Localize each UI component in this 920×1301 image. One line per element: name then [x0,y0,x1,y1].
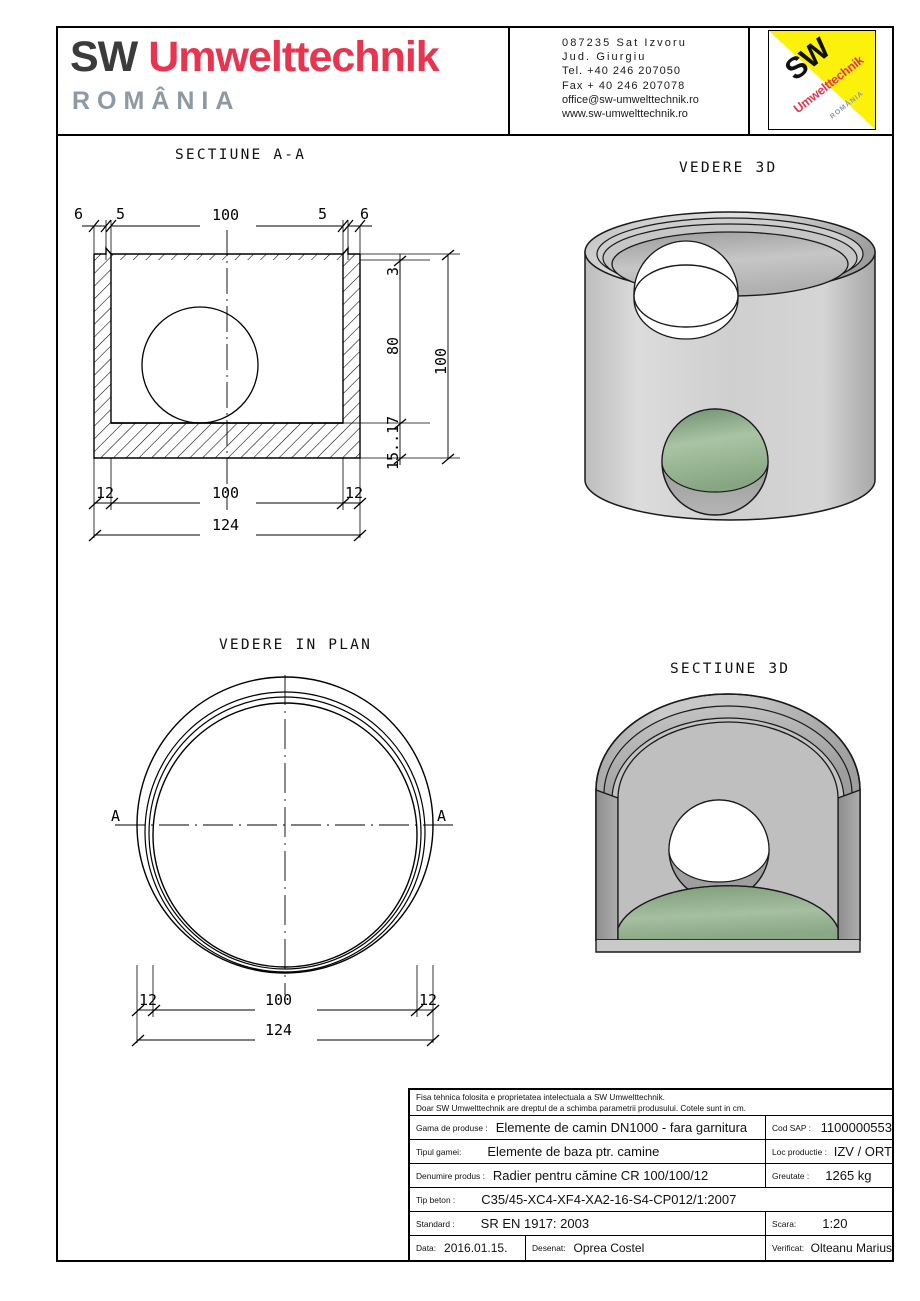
label-data: Data: [416,1243,437,1253]
dim-top-6-left: 6 [74,205,83,223]
address-line-2: Jud. Giurgiu [562,51,647,64]
value-standard: SR EN 1917: 2003 [480,1216,590,1231]
cell-cod-sap: Cod SAP : 1100000553 [766,1116,892,1139]
row-gama-de-produse: Gama de produse : Elemente de camin DN10… [410,1116,892,1140]
logo-romania-text: ROMÂNIA [72,87,241,115]
title-header: SW Umwelttechnik ROMÂNIA 087235 Sat Izvo… [56,26,894,136]
cell-denumire-produs: Denumire produs : Radier pentru cămine C… [410,1164,766,1187]
vedere-3d-model [584,211,876,521]
sectiune-3d-model [595,693,861,953]
row-tip-beton: Tip beton : C35/45-XC4-XF4-XA2-16-S4-CP0… [410,1188,892,1212]
vedere-3d-title: VEDERE 3D [679,160,778,176]
dim-right-80: 80 [384,337,402,355]
plan-dim-100: 100 [265,991,292,1009]
label-tipul-gamei: Tipul gamei: [416,1146,462,1157]
cell-verificat: Verificat: Olteanu Marius [766,1236,892,1260]
dim-right-15-17: 15..17 [384,416,402,470]
logo-sw-text: SW [70,33,138,81]
badge-yellow-triangle [769,31,875,129]
value-cod-sap: 1100000553 [820,1120,892,1135]
company-logo-cell: SW Umwelttechnik ROMÂNIA [56,26,510,134]
label-loc-productie: Loc productie : [772,1146,827,1157]
section-aa-title: SECTIUNE A-A [175,147,307,163]
company-badge-cell: SW Umwelttechnik ROMÂNIA [750,26,892,134]
section-mark-a-right: A [437,807,446,825]
row-tipul-gamei: Tipul gamei: Elemente de baza ptr. camin… [410,1140,892,1164]
plan-view-title: VEDERE IN PLAN [219,637,373,653]
dim-top-100: 100 [212,206,239,224]
label-standard: Standard : [416,1218,455,1229]
label-desenat: Desenat: [532,1243,566,1253]
label-tip-beton: Tip beton : [416,1194,456,1205]
cell-loc-productie: Loc productie : IZV / ORT [766,1140,892,1163]
plan-dim-124: 124 [265,1021,292,1039]
title-block-note: Fisa tehnica folosita e proprietatea int… [410,1090,892,1116]
dim-bottom-12-left: 12 [96,484,114,502]
yellow-badge: SW Umwelttechnik ROMÂNIA [768,30,876,130]
cell-greutate: Greutate : 1265 kg [766,1164,892,1187]
plan-view-drawing: A A 12 100 12 124 [111,675,455,1047]
section-mark-a-left: A [111,807,120,825]
address-line-4: Fax + 40 246 207078 [562,79,686,92]
dim-bottom-12-right: 12 [345,484,363,502]
cell-tipul-gamei: Tipul gamei: Elemente de baza ptr. camin… [410,1140,766,1163]
address-line-1: 087235 Sat Izvoru [562,37,687,49]
dim-top-6-right: 6 [360,205,369,223]
label-denumire-produs: Denumire produs : [416,1170,485,1181]
label-verificat: Verificat: [772,1243,805,1253]
address-line-3: Tel. +40 246 207050 [562,65,682,78]
value-desenat: Oprea Costel [573,1241,645,1255]
address-email: office@sw-umwelttechnik.ro [562,93,699,106]
dim-bottom-100: 100 [212,484,239,502]
address-website: www.sw-umwelttechnik.ro [562,108,688,121]
value-verificat: Olteanu Marius [810,1241,892,1255]
value-tipul-gamei: Elemente de baza ptr. camine [487,1144,660,1159]
cell-tip-beton: Tip beton : C35/45-XC4-XF4-XA2-16-S4-CP0… [410,1188,892,1211]
company-logo: SW Umwelttechnik [70,33,440,81]
cell-standard: Standard : SR EN 1917: 2003 [410,1212,766,1235]
value-loc-productie: IZV / ORT [833,1144,892,1159]
dim-top-5-right: 5 [318,205,327,223]
dim-top-5-left: 5 [116,205,125,223]
cell-scara: Scara: 1:20 [766,1212,892,1235]
dim-right-100: 100 [432,348,450,375]
value-data: 2016.01.15. [444,1241,508,1255]
value-tip-beton: C35/45-XC4-XF4-XA2-16-S4-CP012/1:2007 [481,1192,737,1207]
note-line-1: Fisa tehnica folosita e proprietatea int… [416,1092,665,1102]
row-standard: Standard : SR EN 1917: 2003 Scara: 1:20 [410,1212,892,1236]
label-greutate: Greutate : [772,1170,810,1181]
label-gama-de-produse: Gama de produse : [416,1122,488,1133]
label-scara: Scara: [772,1218,797,1229]
label-cod-sap: Cod SAP : [772,1122,811,1133]
cell-gama-de-produse: Gama de produse : Elemente de camin DN10… [410,1116,766,1139]
row-denumire-produs: Denumire produs : Radier pentru cămine C… [410,1164,892,1188]
company-address: 087235 Sat Izvoru Jud. Giurgiu Tel. +40 … [562,36,699,121]
badge-romania-text: ROMÂNIA [829,90,866,121]
value-greutate: 1265 kg [825,1168,872,1183]
row-footer: Data: 2016.01.15. Desenat: Oprea Costel … [410,1236,892,1260]
note-line-2: Doar SW Umwelttechnik are dreptul de a s… [416,1103,746,1113]
badge-text-group: SW Umwelttechnik ROMÂNIA [769,31,875,129]
logo-umwelttechnik-text: Umwelttechnik [148,33,439,81]
plan-dim-12-left: 12 [139,991,157,1009]
company-address-cell: 087235 Sat Izvoru Jud. Giurgiu Tel. +40 … [510,26,750,134]
dim-bottom-124: 124 [212,516,239,534]
cell-data: Data: 2016.01.15. [410,1236,526,1260]
value-gama-de-produse: Elemente de camin DN1000 - fara garnitur… [495,1120,748,1135]
value-denumire-produs: Radier pentru cămine CR 100/100/12 [492,1168,709,1183]
plan-dim-12-right: 12 [419,991,437,1009]
section-aa-drawing: 6 5 100 5 6 3 80 15..17 100 12 100 12 12… [74,205,460,542]
value-scara: 1:20 [822,1216,848,1231]
cell-desenat: Desenat: Oprea Costel [526,1236,766,1260]
title-block: Fisa tehnica folosita e proprietatea int… [408,1088,894,1262]
sectiune-3d-title: SECTIUNE 3D [670,661,791,677]
dim-right-3: 3 [384,267,402,276]
